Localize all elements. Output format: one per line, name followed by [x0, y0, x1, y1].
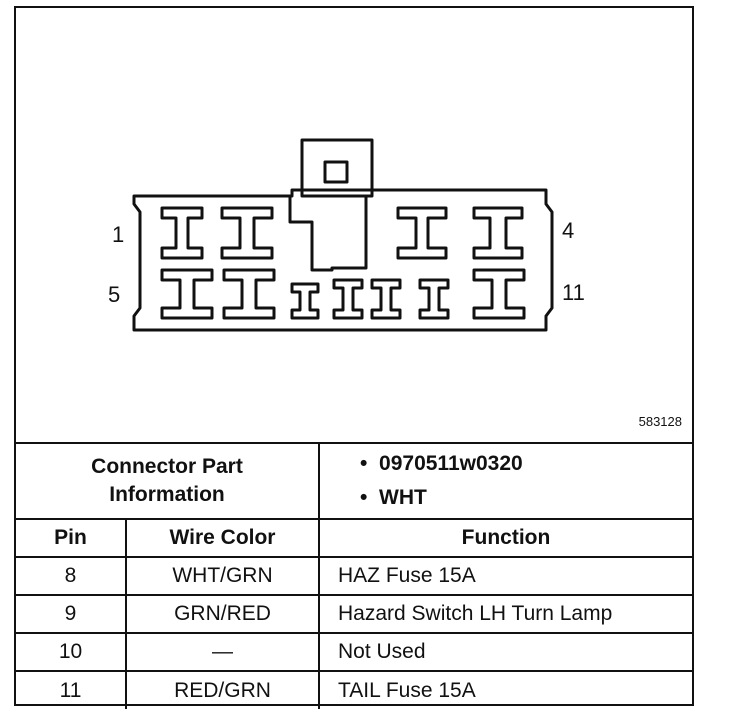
pin-cell: 8: [16, 556, 127, 596]
lock-tab-window: [323, 160, 349, 184]
connector-housing: [132, 188, 554, 332]
wire-color-cell: WHT/GRN: [125, 556, 320, 596]
function-cell: TAIL Fuse 15A: [318, 670, 692, 709]
terminal-cavity-1: [160, 206, 204, 260]
terminal-cavity-2: [220, 206, 274, 260]
connector-table: Connector Part Information • 0970511w032…: [16, 442, 692, 709]
terminal-cavity-4: [472, 206, 524, 260]
pin-label-5: 5: [108, 282, 121, 307]
terminal-cavity-3: [396, 206, 448, 260]
connector-part-info-label: Connector Part Information: [16, 442, 320, 520]
connector-color-item: • WHT: [360, 481, 692, 515]
pin-cell: 11: [16, 670, 127, 709]
diagram-frame: 1 4 5 11 583128 Connector Part Informati…: [14, 6, 694, 709]
wire-color-cell: —: [125, 632, 320, 672]
pin-label-4: 4: [562, 218, 575, 243]
header-pin: Pin: [16, 518, 127, 558]
terminal-cavity-11: [472, 268, 526, 320]
pin-cell: 9: [16, 594, 127, 634]
terminal-cavity-10: [418, 278, 450, 320]
header-function: Function: [318, 518, 692, 558]
wire-color-cell: RED/GRN: [125, 670, 320, 709]
pin-cell: 10: [16, 632, 127, 672]
connector-info-row: Connector Part Information • 0970511w032…: [16, 442, 692, 520]
terminal-cavity-5: [160, 268, 214, 320]
connector-diagram: 1 4 5 11 583128: [16, 8, 692, 442]
table-row: 11 RED/GRN TAIL Fuse 15A: [16, 670, 692, 709]
pin-label-11: 11: [562, 280, 585, 305]
bullet-icon: •: [360, 486, 368, 509]
pin-label-1: 1: [112, 222, 125, 247]
figure-id: 583128: [638, 414, 682, 429]
table-header-row: Pin Wire Color Function: [16, 518, 692, 558]
function-cell: HAZ Fuse 15A: [318, 556, 692, 596]
connector-part-info-values: • 0970511w0320 • WHT: [318, 442, 692, 520]
lock-tab: [300, 138, 374, 198]
part-number-item: • 0970511w0320: [360, 447, 692, 481]
terminal-cavity-6: [222, 268, 276, 320]
connector-color: WHT: [379, 486, 427, 509]
table-row: 10 — Not Used: [16, 632, 692, 672]
terminal-cavity-7: [290, 282, 320, 320]
function-cell: Not Used: [318, 632, 692, 672]
table-row: 9 GRN/RED Hazard Switch LH Turn Lamp: [16, 594, 692, 634]
connector-face-drawing: [132, 138, 554, 332]
wire-color-cell: GRN/RED: [125, 594, 320, 634]
function-cell: Hazard Switch LH Turn Lamp: [318, 594, 692, 634]
terminal-cavity-8: [332, 278, 364, 320]
header-wire-color: Wire Color: [125, 518, 320, 558]
connector-part-info-text: Connector Part Information: [91, 455, 243, 506]
part-number: 0970511w0320: [379, 452, 523, 475]
latch-body: [288, 196, 368, 272]
terminal-cavity-9: [370, 278, 402, 320]
table-row: 8 WHT/GRN HAZ Fuse 15A: [16, 556, 692, 596]
bullet-icon: •: [360, 452, 368, 475]
